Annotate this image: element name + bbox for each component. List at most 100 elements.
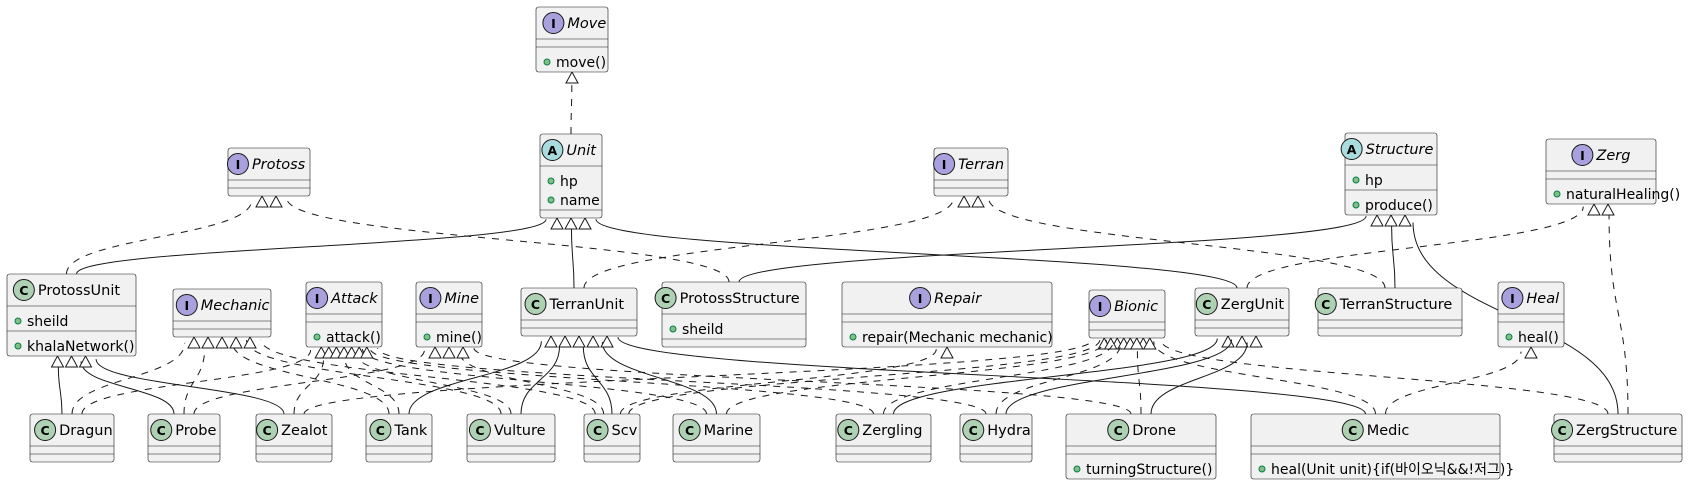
- realization-line: [303, 338, 1094, 415]
- class-box: [1553, 413, 1683, 463]
- relation-scv-bionic: [628, 336, 1118, 415]
- realization-line: [361, 348, 707, 415]
- method: produce(): [1365, 198, 1433, 214]
- stereotype-badge-icon: [1089, 295, 1112, 317]
- public-visibility-icon: [1258, 465, 1266, 473]
- realization-line: [1153, 341, 1376, 415]
- public-visibility-icon: [14, 317, 22, 325]
- realization-line: [71, 342, 186, 415]
- stereotype-badge-icon: [1551, 419, 1574, 441]
- realization-line: [988, 198, 1386, 289]
- relation-zealot-bionic: [303, 336, 1112, 415]
- relation-hydra-zerg-unit: [1005, 334, 1249, 415]
- stereotype-badge-icon: [468, 419, 491, 441]
- stereotype-letter: A: [1347, 142, 1357, 157]
- class-structure: A Structure hp produce(): [1340, 132, 1438, 216]
- stereotype-badge-icon: [1314, 293, 1337, 315]
- generalization-line: [1391, 225, 1396, 289]
- relation-zerg-unit-zerg: [1246, 202, 1601, 289]
- relation-protoss-unit-unit: [76, 216, 564, 275]
- relation-probe-protoss-unit: [64, 354, 175, 415]
- relation-terran-unit-unit: [564, 216, 578, 289]
- hollow-triangle-arrow-icon: [564, 216, 578, 230]
- stereotype-badge-icon: [962, 419, 985, 441]
- field: hp: [1365, 173, 1383, 189]
- class-name: Hydra: [987, 423, 1031, 439]
- class-name: Vulture: [494, 423, 546, 439]
- relation-zergling-bionic: [883, 336, 1131, 415]
- relation-medic-heal: [1385, 345, 1538, 415]
- method: heal(Unit unit){if(바이오닉&&!저그)}: [1271, 462, 1514, 478]
- class-name: Medic: [1367, 423, 1410, 439]
- hollow-triangle-arrow-icon: [442, 345, 456, 359]
- relation-medic-terran-unit: [600, 334, 1366, 415]
- stereotype-badge-icon: [12, 279, 35, 301]
- realization-line: [183, 347, 206, 415]
- hollow-triangle-arrow-icon: [565, 70, 579, 84]
- stereotype-letter: I: [1510, 291, 1515, 306]
- stereotype-letter: C: [41, 423, 50, 438]
- class-name: Bionic: [1114, 299, 1158, 315]
- stereotype-badge-icon: [933, 153, 956, 175]
- stereotype-letter: I: [1580, 148, 1585, 163]
- generalization-line: [80, 361, 175, 415]
- relation-protoss-unit-protoss: [66, 194, 269, 275]
- hollow-triangle-arrow-icon: [1524, 345, 1538, 359]
- hollow-triangle-arrow-icon: [550, 216, 564, 230]
- stereotype-letter: C: [969, 423, 978, 438]
- class-box: [1317, 287, 1463, 337]
- generalization-line: [1150, 342, 1248, 415]
- class-name: Attack: [330, 291, 378, 307]
- field: name: [560, 193, 600, 209]
- class-name: Mechanic: [201, 298, 270, 314]
- realization-line: [628, 339, 1101, 415]
- stereotype-letter: C: [1321, 297, 1330, 312]
- class-name: Zealot: [281, 423, 328, 439]
- stereotype-badge-icon: [654, 287, 677, 309]
- relation-marine-bionic: [726, 336, 1125, 415]
- relation-zergling-zerg-unit: [893, 334, 1235, 415]
- public-visibility-icon: [669, 325, 677, 333]
- stereotype-badge-icon: [34, 419, 57, 441]
- relation-tank-mechanic: [215, 335, 390, 415]
- hollow-triangle-arrow-icon: [50, 354, 65, 368]
- stereotype-badge-icon: [909, 287, 932, 309]
- stereotype-badge-icon: [542, 12, 565, 34]
- hollow-triangle-arrow-icon: [1601, 202, 1615, 216]
- class-box: [520, 287, 638, 337]
- realization-line: [369, 348, 874, 415]
- hollow-triangle-arrow-icon: [940, 345, 954, 359]
- stereotype-letter: C: [376, 423, 385, 438]
- hollow-triangle-arrow-icon: [215, 335, 229, 349]
- public-visibility-icon: [1352, 201, 1360, 209]
- class-box: [172, 288, 272, 338]
- stereotype-badge-icon: [369, 419, 392, 441]
- field: sheild: [27, 314, 68, 330]
- relation-zealot-attack: [293, 345, 336, 415]
- hollow-triangle-arrow-icon: [359, 345, 374, 359]
- stereotype-badge-icon: [306, 287, 329, 309]
- stereotype-badge-icon: [837, 419, 860, 441]
- method: mine(): [436, 330, 482, 346]
- class-name: TerranStructure: [1339, 297, 1453, 313]
- stereotype-badge-icon: [150, 419, 173, 441]
- method: move(): [556, 55, 606, 71]
- relation-unit-move: [565, 70, 579, 135]
- class-name: Drone: [1132, 423, 1176, 439]
- class-name: Structure: [1366, 142, 1434, 158]
- stereotype-badge-icon: [1341, 419, 1364, 441]
- method: naturalHealing(): [1566, 187, 1680, 203]
- relation-drone-mine: [456, 345, 1132, 415]
- stereotype-badge-icon: [1340, 138, 1363, 160]
